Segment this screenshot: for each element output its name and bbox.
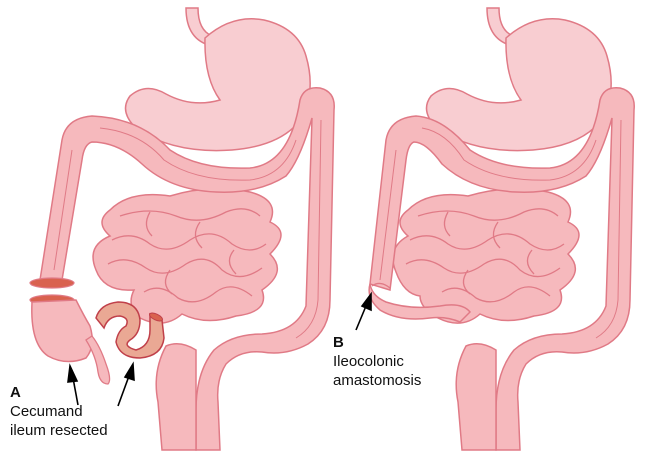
panel-b-arrow — [356, 294, 371, 330]
panel-a-illustration — [30, 8, 334, 450]
panel-b-letter: B — [333, 335, 344, 351]
panel-a-appendix — [86, 336, 110, 384]
panel-b-caption-line2: amastomosis — [333, 372, 421, 390]
panel-a-rectum — [156, 344, 196, 450]
panel-b-rectum — [456, 344, 496, 450]
panel-a-caption-line2: ileum resected — [10, 422, 108, 440]
panel-a-stomach — [126, 19, 311, 151]
panel-a-cut-upper — [30, 278, 74, 288]
panel-b-caption-line1: Ileocolonic — [333, 353, 404, 371]
panel-b-stomach — [427, 19, 612, 151]
panel-a-letter: A — [10, 385, 21, 401]
panel-a-cecum — [32, 300, 92, 362]
panel-b-small-intestine — [393, 189, 579, 323]
panel-a-caption-line1: Cecumand — [10, 403, 83, 421]
